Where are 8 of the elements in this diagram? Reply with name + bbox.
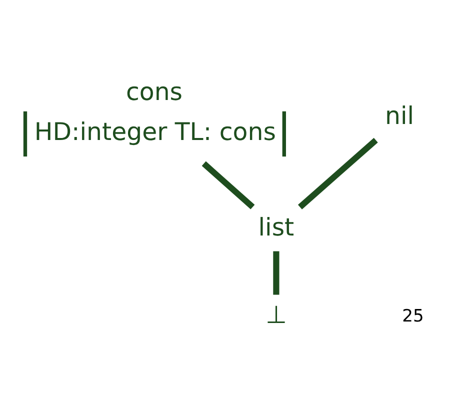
connector: [273, 251, 280, 295]
connector: [202, 161, 255, 210]
node-text: ⊥: [266, 300, 287, 330]
node-text: cons HD:integer TL: cons: [34, 76, 276, 146]
node-text: nil: [385, 101, 414, 130]
connector: [298, 138, 378, 210]
node-text: list: [258, 212, 294, 242]
label: 25: [402, 306, 424, 327]
